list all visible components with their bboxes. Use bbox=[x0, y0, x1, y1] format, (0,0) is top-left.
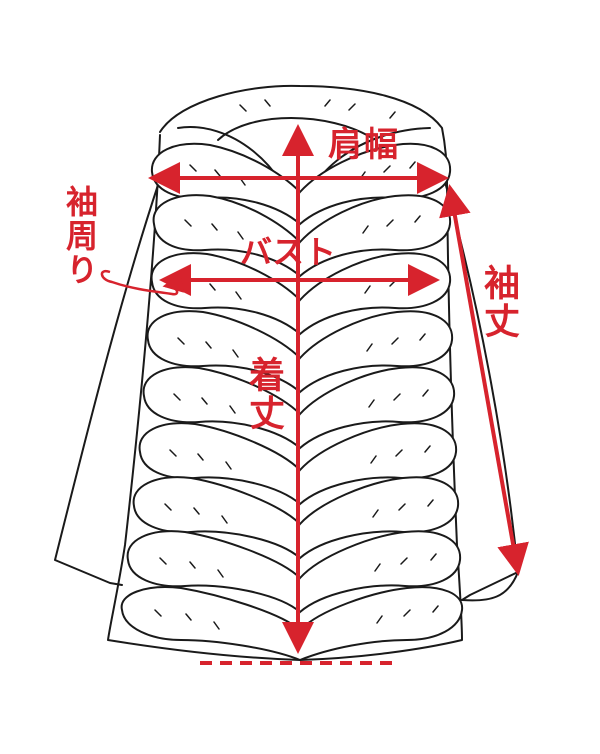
bust-label: バスト bbox=[240, 233, 337, 271]
measurement-lines bbox=[100, 124, 529, 665]
panel-9 bbox=[120, 586, 464, 662]
sleeve-circumference-loop bbox=[100, 269, 184, 296]
hood-outline bbox=[159, 84, 448, 183]
quilted-panels bbox=[120, 142, 464, 662]
sleeve-circumference-label: 袖周り bbox=[61, 185, 99, 287]
hood-curve bbox=[217, 117, 373, 141]
body-length-label: 着丈 bbox=[243, 356, 284, 432]
sleeve-length-label: 袖丈 bbox=[478, 264, 519, 340]
left-body-side bbox=[107, 134, 301, 661]
left-sleeve-outline bbox=[54, 184, 159, 586]
lower-right-sleeve bbox=[461, 571, 519, 602]
sleeve-length-arrow bbox=[439, 184, 529, 576]
shoulder-width-label: 肩幅 bbox=[328, 125, 400, 165]
